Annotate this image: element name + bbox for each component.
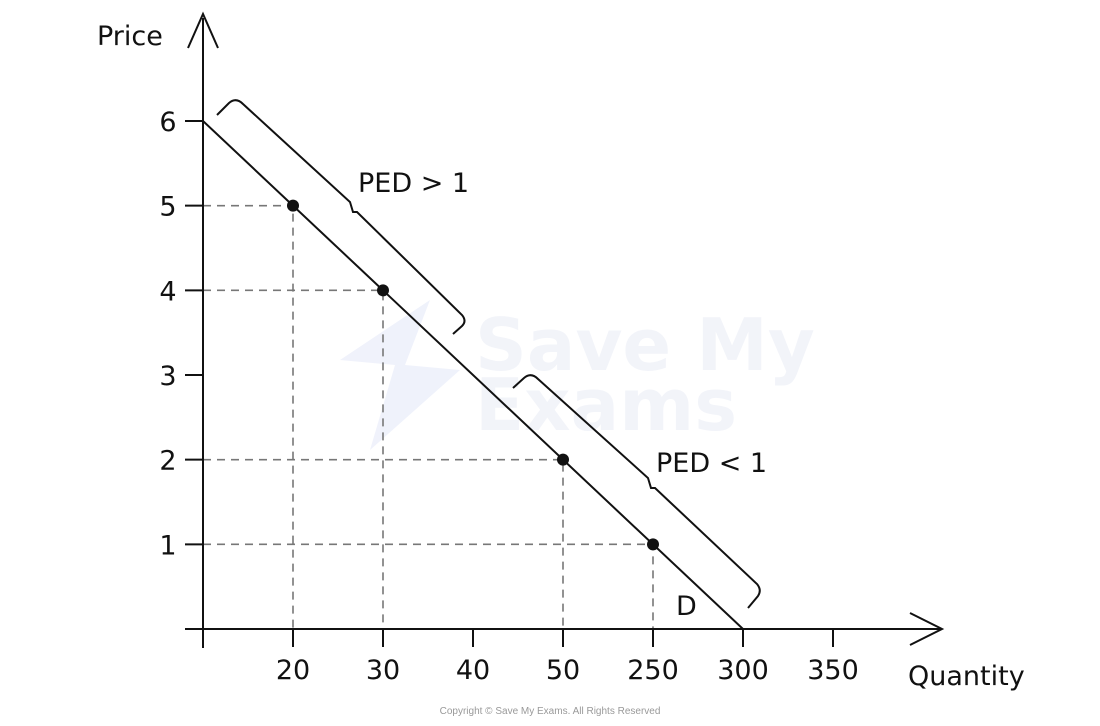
x-tick-label: 40 <box>456 655 490 686</box>
data-point <box>557 453 569 466</box>
x-tick-label: 350 <box>807 655 859 686</box>
y-tick-label: 2 <box>159 446 176 477</box>
guide-line <box>203 289 384 629</box>
x-axis-label: Quantity <box>908 661 1025 692</box>
y-tick-label: 5 <box>159 192 176 223</box>
x-axis-arrow-icon <box>909 612 945 646</box>
y-tick-label: 1 <box>159 530 176 561</box>
watermark: Save My Exams <box>340 300 815 450</box>
y-tick-label: 3 <box>159 361 176 392</box>
watermark-text: Save My <box>475 303 815 387</box>
x-tick-label: 20 <box>276 655 310 686</box>
x-tick-label: 30 <box>366 655 400 686</box>
y-tick-label: 6 <box>159 107 176 138</box>
label-ped-elastic: PED > 1 <box>358 168 469 199</box>
data-point <box>377 284 389 297</box>
guide-line <box>203 458 564 629</box>
y-axis-label: Price <box>97 21 163 52</box>
data-point <box>647 538 659 551</box>
brace-ped-inelastic <box>512 374 761 609</box>
label-ped-inelastic: PED < 1 <box>656 448 767 479</box>
y-tick-label: 4 <box>159 276 176 307</box>
watermark-logo-icon <box>340 300 460 450</box>
data-point <box>287 199 299 212</box>
brace-ped-elastic <box>216 99 466 335</box>
guide-line <box>203 204 294 629</box>
x-tick-label: 50 <box>546 655 580 686</box>
y-axis-arrow-icon <box>187 11 219 49</box>
copyright-footer: Copyright © Save My Exams. All Rights Re… <box>439 706 661 717</box>
x-tick-label: 300 <box>717 655 769 686</box>
watermark-text: Exams <box>475 363 737 447</box>
curve-label: D <box>676 591 697 622</box>
x-tick-label: 250 <box>627 655 679 686</box>
guide-line <box>203 543 654 629</box>
